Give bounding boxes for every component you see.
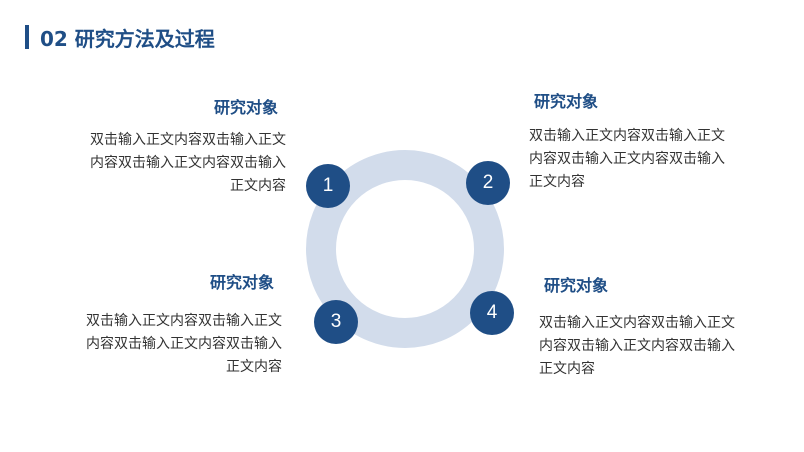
block-text: 双击输入正文内容双击输入正文内容双击输入正文内容双击输入正文内容: [90, 132, 286, 194]
text-block-1: 研究对象 双击输入正文内容双击输入正文内容双击输入正文内容双击输入正文内容: [90, 97, 286, 198]
block-heading: 研究对象: [209, 273, 274, 292]
step-node-4: 4: [470, 291, 514, 335]
block-heading: 研究对象: [213, 98, 278, 117]
step-node-3: 3: [314, 300, 358, 344]
step-node-2: 2: [466, 161, 510, 205]
page-title: 02 研究方法及过程: [40, 27, 215, 51]
text-block-4: 研究对象 双击输入正文内容双击输入正文内容双击输入正文内容双击输入正文内容: [539, 275, 735, 381]
text-block-2: 研究对象 双击输入正文内容双击输入正文内容双击输入正文内容双击输入正文内容: [529, 91, 725, 194]
step-node-1: 1: [306, 164, 350, 208]
block-heading: 研究对象: [544, 276, 609, 295]
block-text: 双击输入正文内容双击输入正文内容双击输入正文内容双击输入正文内容: [539, 315, 735, 377]
block-text: 双击输入正文内容双击输入正文内容双击输入正文内容双击输入正文内容: [529, 128, 725, 190]
title-accent-bar: [25, 25, 29, 49]
block-text: 双击输入正文内容双击输入正文内容双击输入正文内容双击输入正文内容: [86, 313, 282, 375]
text-block-3: 研究对象 双击输入正文内容双击输入正文内容双击输入正文内容双击输入正文内容: [86, 272, 282, 379]
block-heading: 研究对象: [534, 92, 599, 111]
